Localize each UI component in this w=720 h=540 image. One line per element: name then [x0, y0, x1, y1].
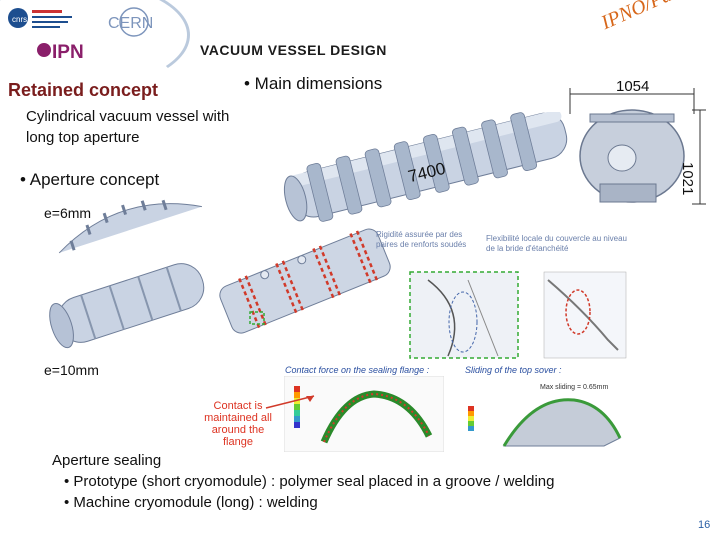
ipno-tag-text: IPNO/Patxi	[598, 0, 694, 35]
aperture-sealing-section: Aperture sealing • Prototype (short cryo…	[52, 450, 555, 513]
flange-detail-views	[409, 271, 627, 359]
rigidity-annotation: Rigidité assurée par des paires de renfo…	[376, 230, 467, 249]
contact-force-title: Contact force on the sealing flange :	[285, 365, 430, 375]
sliding-top-cover-title: Sliding of the top sover :	[465, 365, 562, 375]
contact-force-plot	[284, 376, 444, 452]
flexibility-annotation: Flexibilité locale du couvercle au nivea…	[486, 234, 627, 253]
vessel-6mm-exploded-drawing	[58, 199, 202, 254]
page-title: VACUUM VESSEL DESIGN	[200, 42, 387, 58]
width-dimension-label: 1054	[616, 78, 650, 95]
retained-concept-heading: Retained concept	[8, 80, 159, 100]
max-sliding-label: Max sliding = 0.65mm	[540, 384, 609, 391]
description-line-1: Cylindrical vacuum vessel with	[26, 108, 230, 125]
ipno-tag: IPNO/Patxi	[598, 0, 706, 51]
sealing-bullet-machine: • Machine cryomodule (long) : welding	[64, 494, 318, 511]
sliding-plot	[468, 398, 622, 447]
concept-description: Cylindrical vacuum vessel with long top …	[26, 106, 266, 148]
thickness-10mm-label: e=10mm	[44, 362, 99, 378]
height-dimension-label: 1021	[679, 162, 696, 196]
ipn-logo-text: IPN	[52, 42, 84, 63]
vacuum-vessel-end-view	[569, 88, 706, 205]
main-dimensions-label: • Main dimensions	[244, 74, 383, 93]
vacuum-vessel-long-drawing	[283, 112, 568, 222]
description-line-2: long top aperture	[26, 129, 140, 146]
contact-maintained-annotation: Contact is maintained all around the fla…	[204, 400, 272, 448]
reinforced-vessel-drawing	[219, 228, 391, 334]
cern-logo-text: CERN	[108, 15, 153, 32]
vessel-6mm-body-drawing	[49, 263, 205, 349]
sealing-bullet-prototype: • Prototype (short cryomodule) : polymer…	[64, 473, 555, 490]
cnrs-logo: cnrs	[6, 4, 76, 40]
contact-arrow-icon	[265, 395, 315, 409]
thickness-6mm-label: e=6mm	[44, 205, 92, 221]
ipn-logo: IPN	[36, 38, 92, 64]
page-number: 16	[698, 519, 711, 531]
header-ring-decoration	[0, 0, 240, 90]
cnrs-logo-text: cnrs	[12, 15, 27, 24]
aperture-concept-label: • Aperture concept	[20, 170, 160, 189]
aperture-sealing-heading: Aperture sealing	[52, 452, 162, 469]
cern-logo: CERN	[96, 6, 172, 38]
